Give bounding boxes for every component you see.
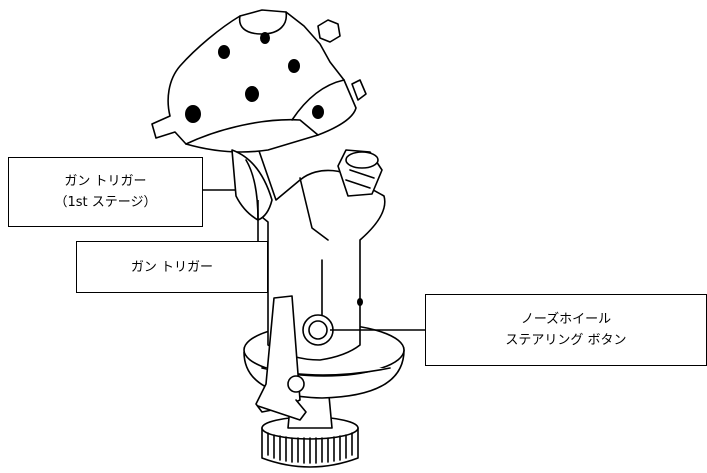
thumb-hat-switch [337,149,383,197]
callout-label-line2: （1st ステージ） [54,195,157,210]
nosewheel-steering-button-shape [302,314,334,346]
callout-gun-trigger-first-stage: ガン トリガー （1st ステージ） [8,157,203,227]
stick-head [151,9,367,153]
callout-nosewheel-steering-button: ノーズホイール ステアリング ボタン [425,294,707,366]
callout-label-line1: ノーズホイール [520,312,612,327]
callout-gun-trigger: ガン トリガー [76,241,268,293]
callout-label-line1: ガン トリガー [130,259,214,275]
callout-label-line1: ガン トリガー [64,174,147,189]
side-lever [255,295,307,421]
callout-label-line2: ステアリング ボタン [505,333,627,348]
gun-trigger-shape [231,149,273,221]
head-dots [185,32,363,306]
